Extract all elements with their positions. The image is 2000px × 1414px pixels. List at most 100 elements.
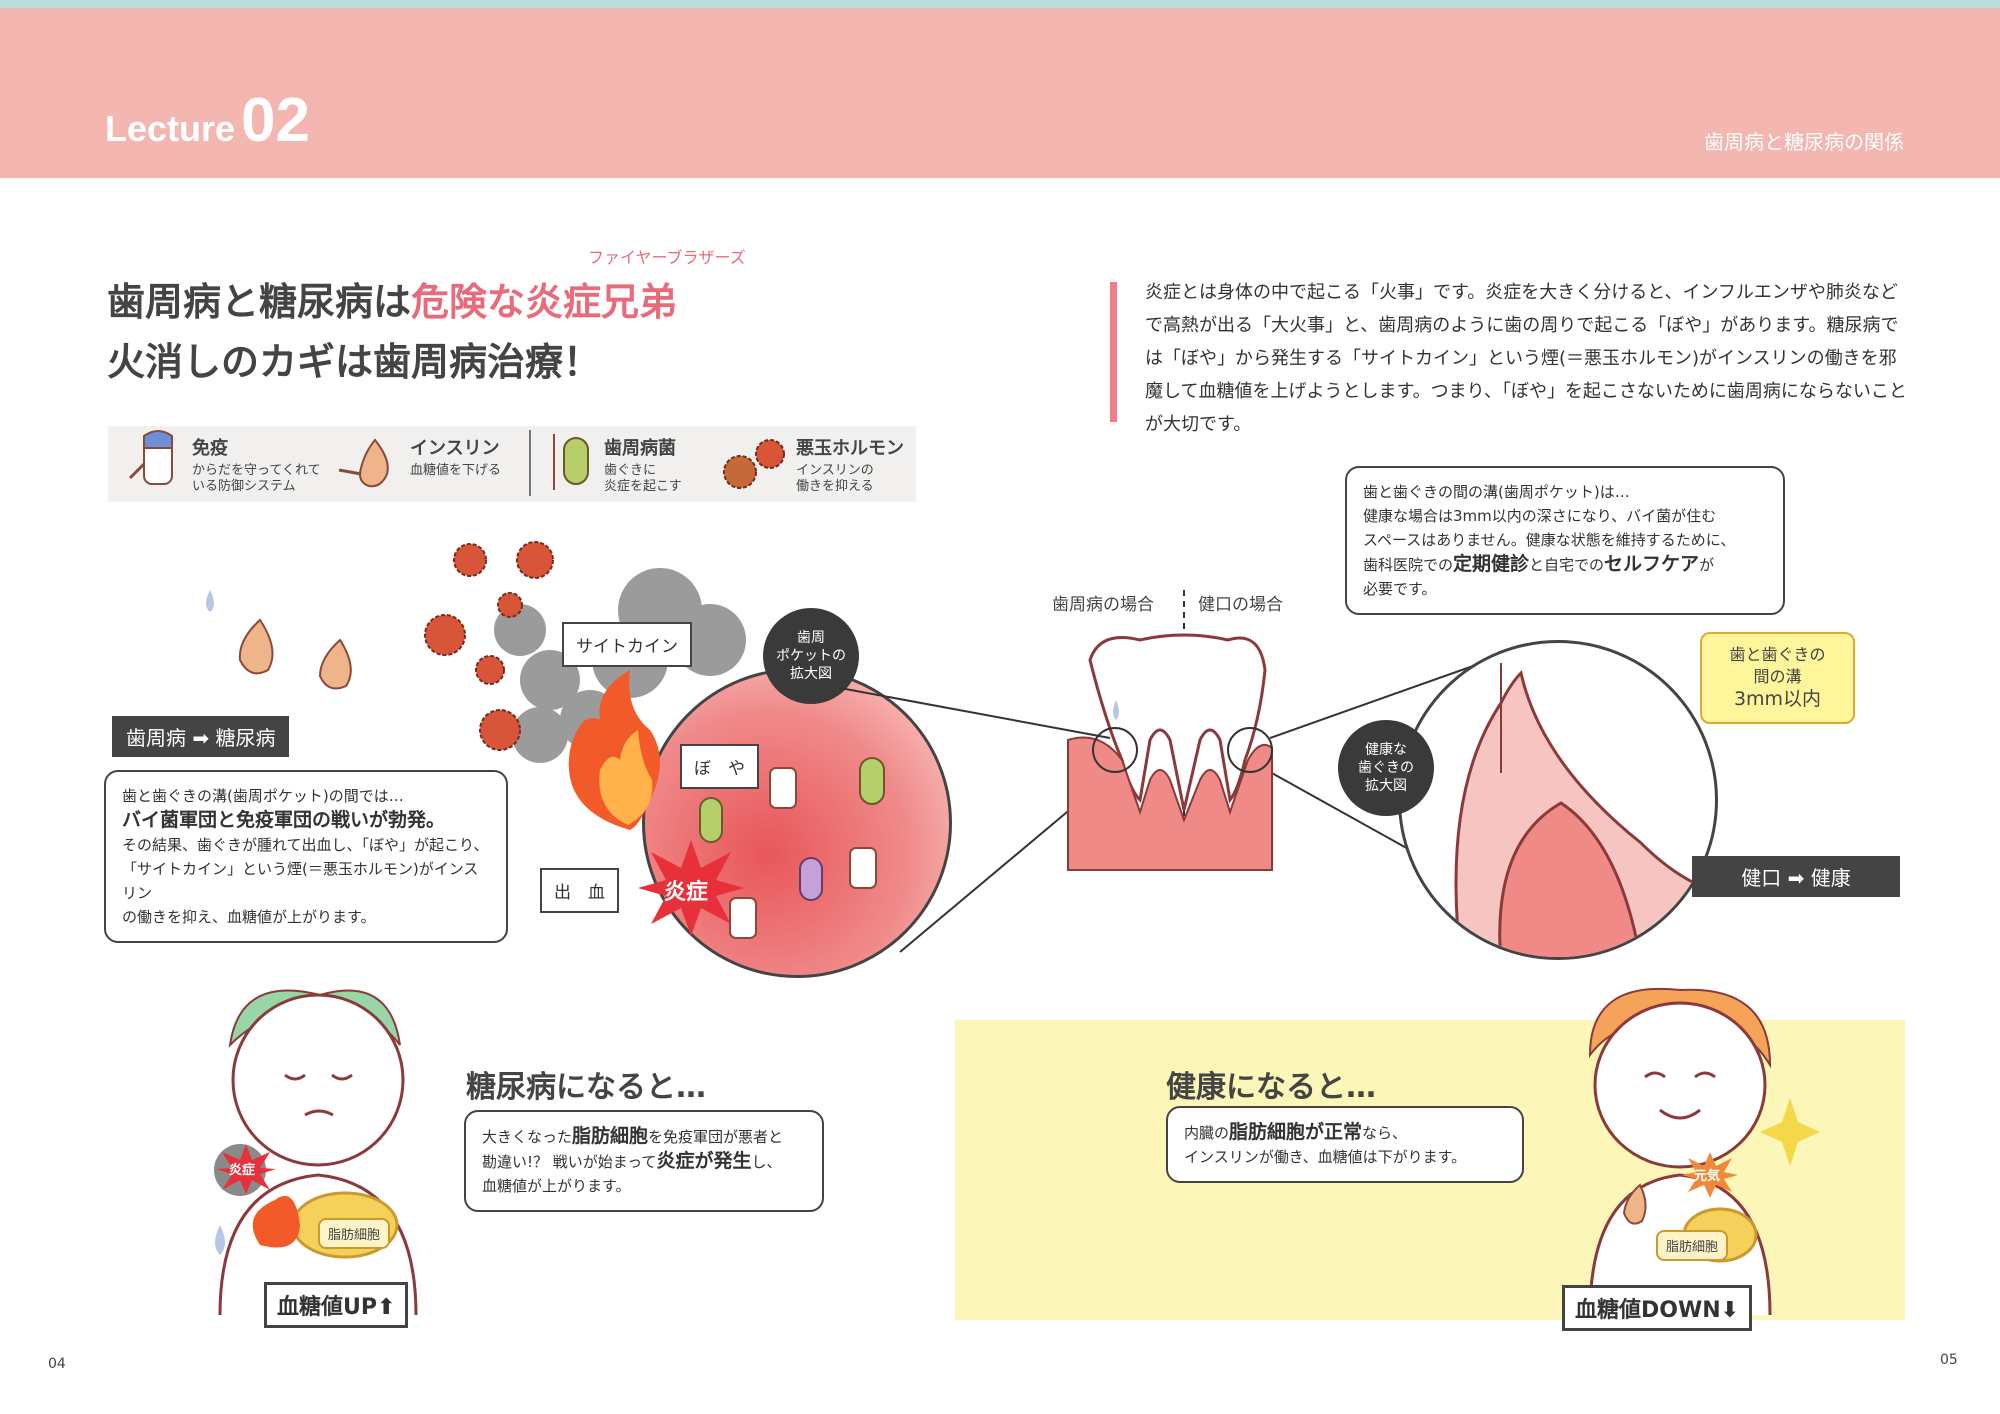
legend-insulin: インスリン 血糖値を下げる <box>410 434 501 479</box>
right-bubble-line3: スペースはありません。健康な状態を維持するために、 <box>1363 531 1736 549</box>
inflammation-label: 炎症 <box>664 880 709 905</box>
healthy-gum-magnified-circle <box>1398 640 1718 960</box>
perio-case-label: 歯周病の場合 <box>1052 595 1154 615</box>
diabetes-bubble-line3: 血糖値が上がります。 <box>482 1177 631 1195</box>
page-number-right: 05 <box>1940 1352 1958 1368</box>
left-bubble-line3: その結果、歯ぐきが腫れて出血し、「ぼや」が起こり、 <box>122 836 489 854</box>
healthy-mouth-to-health-tag: 健口 ➡ 健康 <box>1692 856 1900 897</box>
headline-line2: 火消しのカギは歯周病治療！ <box>107 340 602 384</box>
lecture-number: 02 <box>241 86 311 155</box>
left-bubble-line1: 歯と歯ぐきの溝(歯周ポケット)の間では… <box>122 787 404 805</box>
section-title: 歯周病と糖尿病の関係 <box>1704 130 1904 154</box>
diabetes-bubble-line2-post: し、 <box>751 1153 782 1171</box>
magnify-perio-line2: ポケットの <box>776 648 846 664</box>
perio-to-diabetes-tag: 歯周病 ➡ 糖尿病 <box>112 716 290 757</box>
left-explanation-bubble: 歯と歯ぐきの溝(歯周ポケット)の間では… バイ菌軍団と免疫軍団の戦いが勃発。 そ… <box>104 770 508 943</box>
healthy-bubble-line1: 内臓の脂肪細胞が正常なら、 <box>1184 1120 1506 1145</box>
left-bubble-line4: 「サイトカイン」という煙(＝悪玉ホルモン)がインスリン <box>122 860 479 902</box>
genki-label: 元気 <box>1694 1169 1721 1184</box>
healthy-gum-illustration <box>1454 663 1715 957</box>
right-bubble-line4-post: が <box>1699 556 1715 574</box>
right-bubble-line4-pre: 歯科医院での <box>1363 556 1454 574</box>
insulin-character-icon <box>338 438 389 488</box>
legend-immune: 免疫 からだを守ってくれている防御システム <box>192 434 321 495</box>
fat-cell-label-left: 脂肪細胞 <box>318 1218 391 1249</box>
right-explanation-bubble: 歯と歯ぐきの間の溝(歯周ポケット)は… 健康な場合は3mm以内の深さになり、バイ… <box>1345 466 1785 615</box>
healthy-bubble: 内臓の脂肪細胞が正常なら、 インスリンが働き、血糖値は下がります。 <box>1166 1106 1524 1183</box>
legend-insulin-title: インスリン <box>410 438 500 459</box>
callout-line3: 3mm以内 <box>1733 688 1822 710</box>
legend-immune-desc1: からだを守ってくれて <box>192 463 321 478</box>
legend-bacteria: 歯周病菌 歯ぐきに炎症を起こす <box>604 434 682 495</box>
legend-hormone-desc1: インスリンの <box>796 463 874 478</box>
sparkle-icon <box>1760 1098 1820 1166</box>
legend-immune-title: 免疫 <box>192 438 228 459</box>
legend-hormone: 悪玉ホルモン インスリンの働きを抑える <box>796 434 904 495</box>
header-top-strip <box>0 0 2000 8</box>
diabetes-bubble-line1: 大きくなった脂肪細胞を免疫軍団が悪者と <box>482 1124 806 1149</box>
inflammation-small-label: 炎症 <box>229 1163 256 1178</box>
blood-sugar-up-tag: 血糖値UP⬆ <box>264 1282 409 1328</box>
bacteria-character-icon <box>553 434 589 490</box>
legend-divider <box>529 430 531 496</box>
legend-bacteria-title: 歯周病菌 <box>604 438 676 459</box>
callout-line2: 間の溝 <box>1753 667 1802 686</box>
right-bubble-line1: 歯と歯ぐきの間の溝(歯周ポケット)は… <box>1363 483 1630 501</box>
diabetes-bubble-line1-post: を免疫軍団が悪者と <box>648 1128 784 1146</box>
genki-burst-icon <box>1682 1152 1738 1198</box>
legend-hormone-desc2: 働きを抑える <box>796 479 874 494</box>
headline-ruby: ファイヤーブラザーズ <box>588 248 746 267</box>
headline-prefix: 歯周病と糖尿病は <box>107 280 412 324</box>
right-bubble-line2: 健康な場合は3mm以内の深さになり、バイ菌が住む <box>1363 507 1717 525</box>
right-bubble-line4: 歯科医院での定期健診と自宅でのセルフケアが <box>1363 552 1767 577</box>
diabetes-bubble: 大きくなった脂肪細胞を免疫軍団が悪者と 勘違い!？ 戦いが始まって炎症が発生し、… <box>464 1110 824 1212</box>
intro-accent-bar <box>1110 282 1117 422</box>
inflammation-burst-icon <box>638 840 744 936</box>
diabetes-bubble-line2: 勘違い!？ 戦いが始まって炎症が発生し、 <box>482 1149 806 1174</box>
diabetes-heading: 糖尿病になると… <box>466 1070 706 1105</box>
right-bubble-line4-b1: 定期健診 <box>1453 553 1530 575</box>
battle-characters-illustration <box>699 757 885 939</box>
diabetes-bubble-line2-b: 炎症が発生 <box>656 1150 752 1172</box>
left-bubble-line2: バイ菌軍団と免疫軍団の戦いが勃発。 <box>122 809 446 831</box>
cytokine-label: サイトカイン <box>562 622 692 667</box>
legend-bacteria-desc1: 歯ぐきに <box>604 463 657 478</box>
magnify-healthy-line1: 健康な <box>1365 742 1407 758</box>
headline-emphasis: 危険な炎症兄弟 <box>411 280 678 324</box>
header-band <box>0 0 2000 178</box>
blood-sugar-down-tag: 血糖値DOWN⬇ <box>1562 1285 1753 1331</box>
legend-box <box>108 426 916 502</box>
legend-hormone-title: 悪玉ホルモン <box>796 438 904 459</box>
healthy-bubble-line1-b: 脂肪細胞が正常 <box>1229 1121 1363 1143</box>
bleeding-label: 出 血 <box>540 868 619 913</box>
tooth-comparison-illustration <box>1067 590 1273 871</box>
page-number-left: 04 <box>48 1356 66 1372</box>
healthy-bubble-line1-pre: 内臓の <box>1184 1124 1230 1142</box>
lecture-word: Lecture <box>105 108 236 149</box>
healthy-bubble-line1-post: なら、 <box>1362 1124 1408 1142</box>
pocket-depth-callout: 歯と歯ぐきの 間の溝 3mm以内 <box>1700 632 1855 724</box>
left-bubble-line5: の働きを抑え、血糖値が上がります。 <box>122 908 376 926</box>
inflammation-small-burst-icon <box>216 1144 276 1194</box>
legend-bacteria-desc2: 炎症を起こす <box>604 479 682 494</box>
diabetes-bubble-line1-pre: 大きくなった <box>482 1128 573 1146</box>
intro-paragraph: 炎症とは身体の中で起こる「火事」です。炎症を大きく分けると、インフルエンザや肺炎… <box>1145 282 1907 435</box>
headline: 歯周病と糖尿病は危険な炎症兄弟 火消しのカギは歯周病治療！ <box>107 272 677 392</box>
boya-label: ぼ や <box>680 744 759 789</box>
right-bubble-line5: 必要です。 <box>1363 580 1437 598</box>
fat-cell-label-right: 脂肪細胞 <box>1656 1230 1729 1261</box>
bad-hormone-character-icon <box>723 439 785 489</box>
magnify-label-healthy: 健康な歯ぐきの拡大図 <box>1338 720 1434 816</box>
callout-line1: 歯と歯ぐきの <box>1729 645 1826 664</box>
legend-insulin-desc1: 血糖値を下げる <box>410 463 502 478</box>
legend-immune-desc2: いる防御システム <box>192 479 296 494</box>
magnify-healthy-line2: 歯ぐきの <box>1358 760 1414 776</box>
magnify-healthy-line3: 拡大図 <box>1365 778 1407 794</box>
fire-icon <box>568 670 660 830</box>
headline-line1: 歯周病と糖尿病は危険な炎症兄弟 <box>107 272 677 332</box>
right-bubble-line4-b2: セルフケア <box>1604 553 1700 575</box>
diabetes-bubble-line1-b: 脂肪細胞 <box>572 1125 649 1147</box>
healthy-case-label: 健口の場合 <box>1198 595 1283 615</box>
magnify-perio-line1: 歯周 <box>797 630 825 646</box>
healthy-heading: 健康になると… <box>1166 1070 1376 1105</box>
